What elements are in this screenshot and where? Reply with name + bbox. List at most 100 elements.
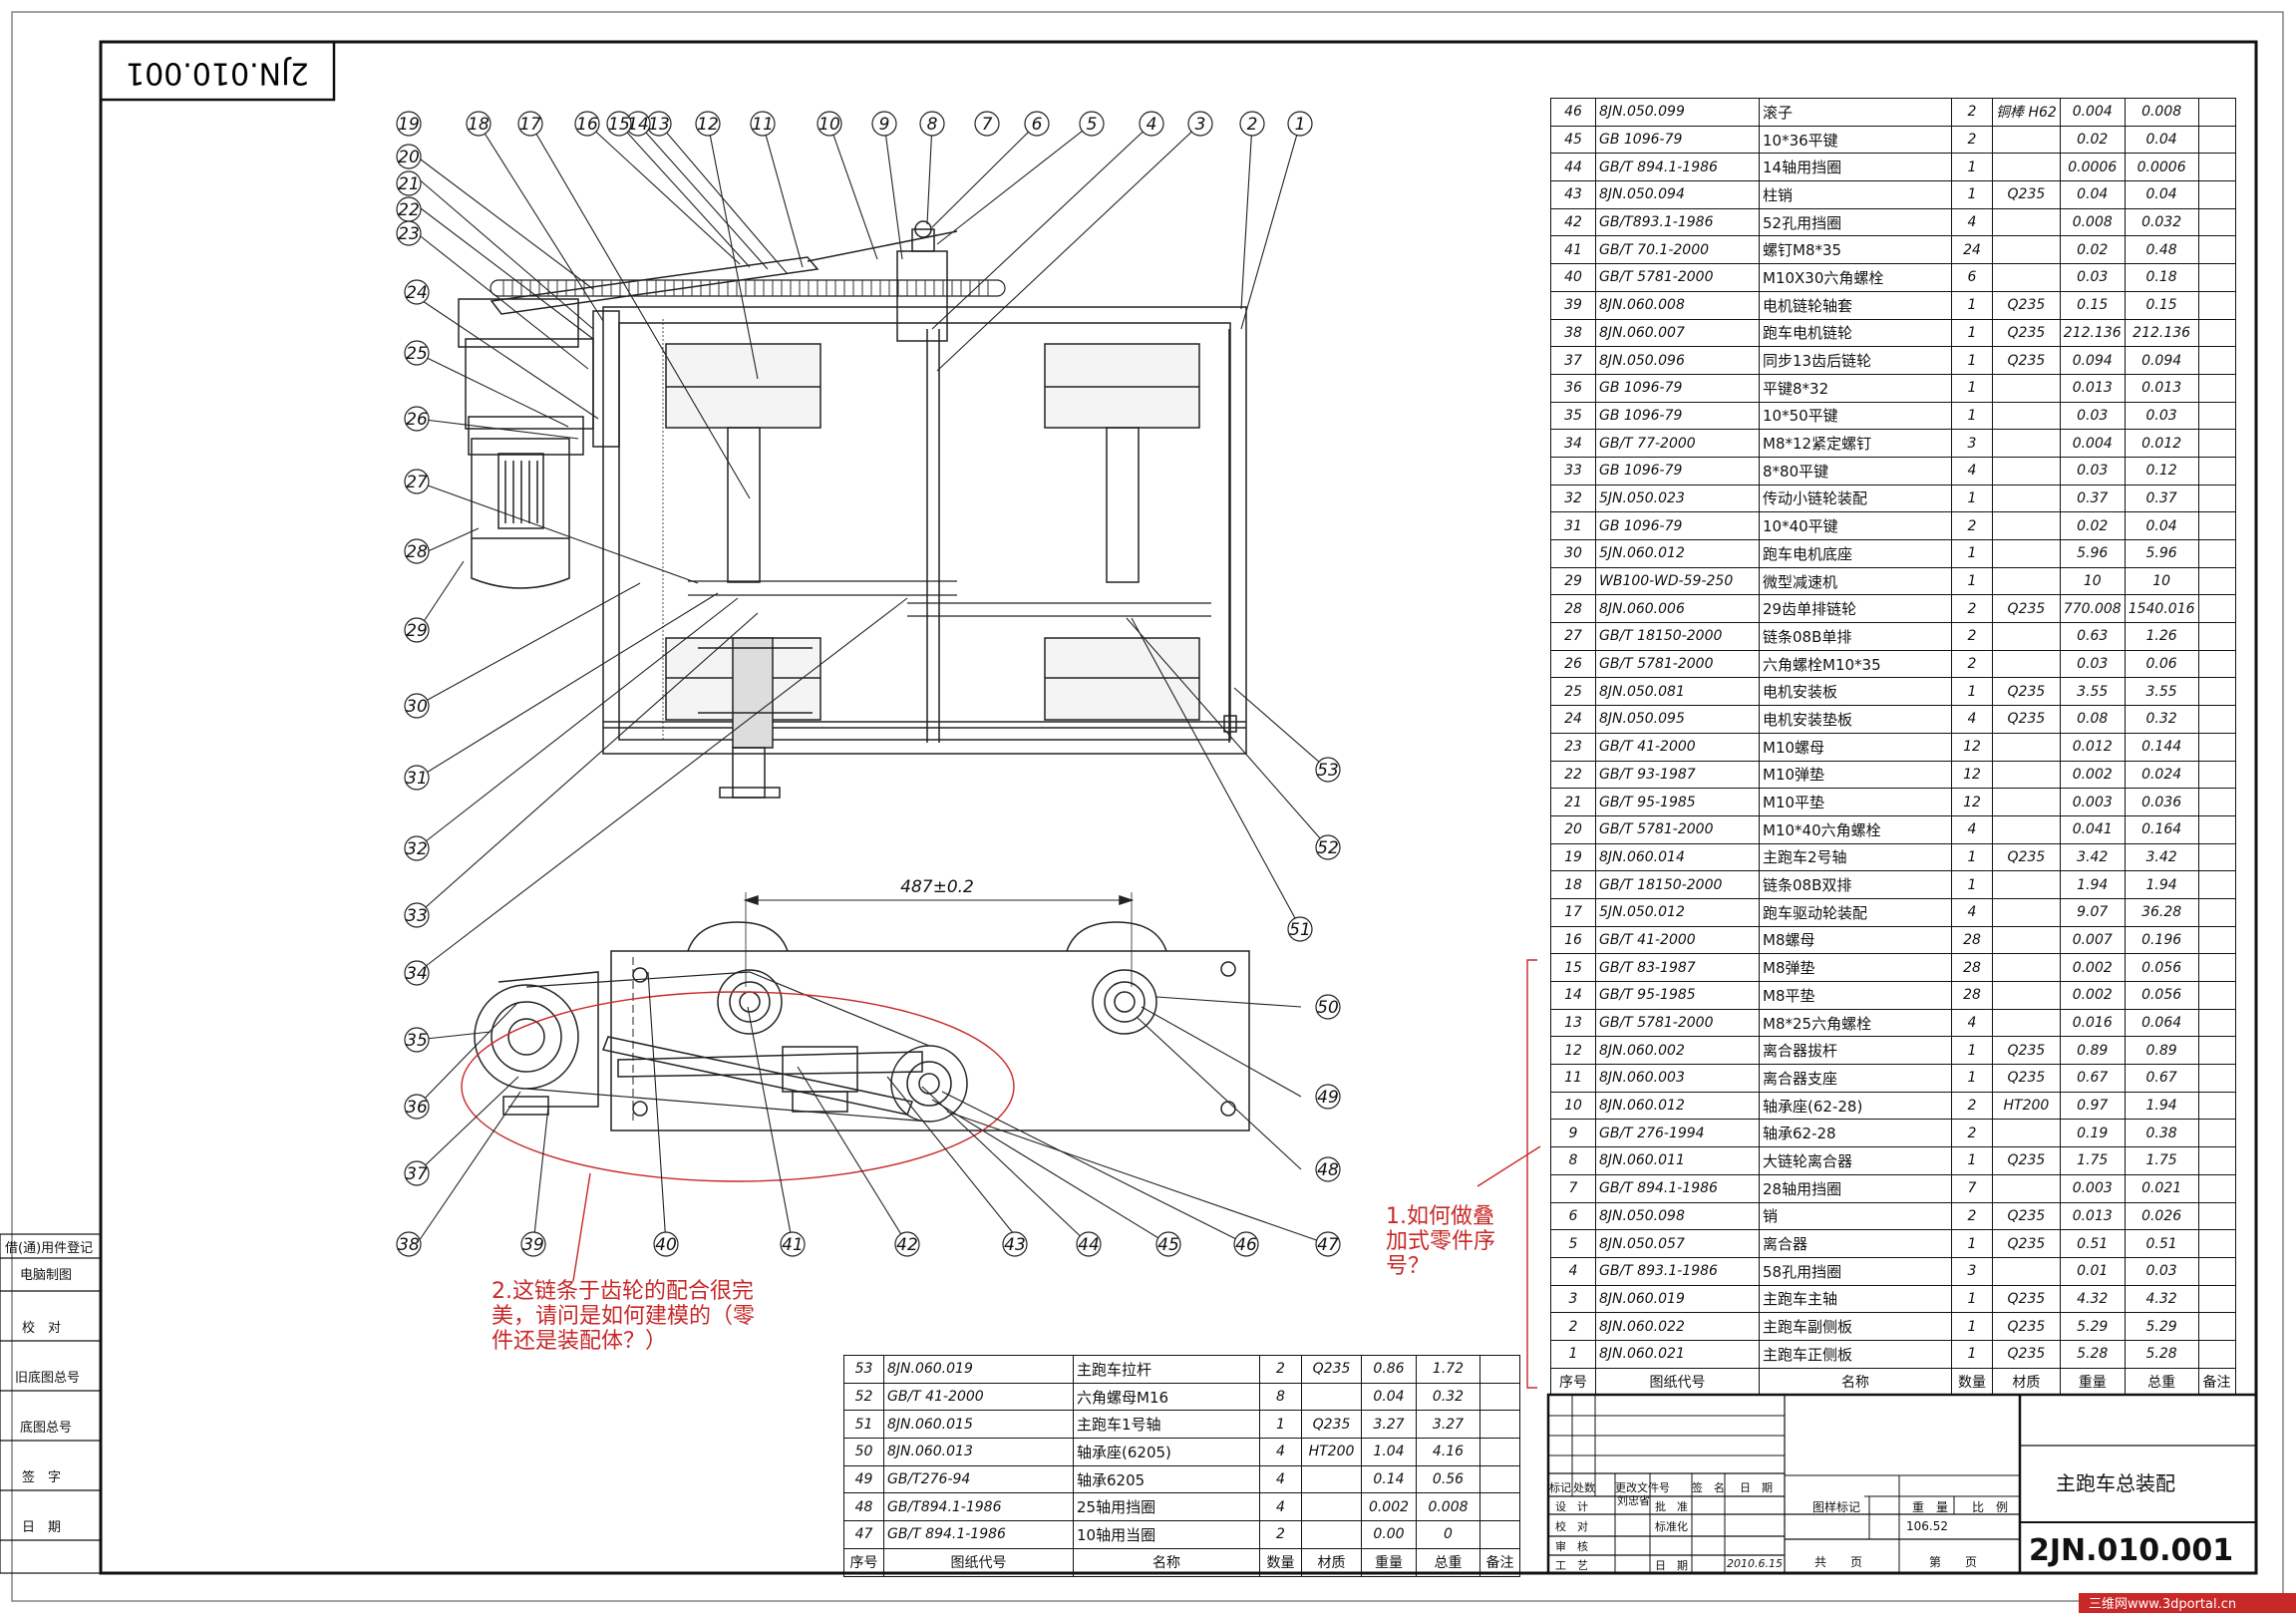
bom-cell: 0.86 <box>1361 1355 1417 1384</box>
bom-cell: 4 <box>1951 1008 1993 1038</box>
balloon-label: 50 <box>1317 998 1339 1018</box>
bom-cell: Q235 <box>1992 1312 2061 1341</box>
bom-cell <box>1479 1438 1520 1466</box>
bom-cell: 1 <box>1951 842 1993 872</box>
balloon-label: 14 <box>627 115 649 135</box>
bom-cell: 0.0006 <box>2124 153 2199 182</box>
bom-cell: 1 <box>1951 1036 1993 1066</box>
bom-cell: M8*25六角螺栓 <box>1759 1008 1952 1038</box>
bom-cell <box>1479 1355 1520 1384</box>
side-label: 借(通)用件登记 <box>5 1241 93 1256</box>
annotation-note-2: 2.这链条于齿轮的配合很完 美，请问是如何建模的（零 件还是装配体？） <box>492 1279 756 1354</box>
bom-cell: 0.02 <box>2059 235 2126 265</box>
bom-cell: 0.56 <box>1416 1464 1480 1494</box>
balloon-circle <box>653 1231 679 1257</box>
bom-cell: 35 <box>1550 401 1596 431</box>
balloon-label: 18 <box>468 115 490 135</box>
bom-cell: 42 <box>1550 207 1596 237</box>
bom-cell: 10 <box>2124 566 2199 596</box>
side-label: 底图总号 <box>20 1420 72 1436</box>
side-label: 校 对 <box>22 1320 61 1336</box>
bom-cell: 5.28 <box>2124 1339 2199 1369</box>
balloon-circle <box>1155 1231 1181 1257</box>
balloon-label: 4 <box>1147 115 1157 135</box>
balloon-label: 47 <box>1317 1235 1339 1255</box>
bom-header-cell: 总重 <box>2124 1367 2199 1397</box>
red-markups <box>461 959 1541 1389</box>
bom-cell <box>1301 1382 1362 1412</box>
bom-cell <box>1992 429 2061 458</box>
bom-cell: 1 <box>1259 1410 1302 1440</box>
bom-cell: GB/T276-94 <box>883 1464 1074 1494</box>
bom-cell: GB 1096-79 <box>1595 511 1760 540</box>
bom-cell: 0.002 <box>2059 953 2126 982</box>
balloon-circle <box>404 538 430 564</box>
bom-cell: 0.056 <box>2124 953 2199 982</box>
bom-cell: 0.38 <box>2124 1119 2199 1148</box>
balloon-circle <box>1315 1156 1341 1182</box>
bom-cell: 48 <box>843 1492 884 1522</box>
balloon-circle <box>1287 111 1313 137</box>
outer-frame <box>11 11 2284 1602</box>
bom-cell: 传动小链轮装配 <box>1759 484 1952 513</box>
label-weight: 重 量 <box>1912 1500 1949 1514</box>
bom-cell <box>2197 622 2236 651</box>
bom-header-cell: 重量 <box>1361 1547 1417 1577</box>
bom-cell: GB/T 5781-2000 <box>1595 649 1760 679</box>
bom-cell <box>1301 1464 1362 1494</box>
bom-cell: 0.002 <box>2059 760 2126 790</box>
bom-header-cell: 数量 <box>1951 1367 1993 1397</box>
bom-cell: 2 <box>1259 1355 1302 1384</box>
bom-cell: 0.32 <box>2124 705 2199 734</box>
watermark: 三维网www.3dportal.cn <box>2089 1597 2236 1612</box>
balloon-circle <box>1315 994 1341 1020</box>
bom-header-cell: 图纸代号 <box>883 1547 1074 1577</box>
bom-cell: 3.42 <box>2124 842 2199 872</box>
bom-header-cell: 序号 <box>1550 1367 1596 1397</box>
bom-cell: 2 <box>1951 622 1993 651</box>
bom-cell: 平键8*32 <box>1759 373 1952 403</box>
bom-cell: 0.00 <box>1361 1520 1417 1549</box>
bom-cell <box>2197 484 2236 513</box>
balloon-label: 38 <box>398 1235 420 1255</box>
bom-cell: 2 <box>1951 594 1993 624</box>
bom-cell: 5.28 <box>2059 1339 2126 1369</box>
balloon-circle <box>894 1231 920 1257</box>
bom-cell: 28 <box>1951 925 1993 955</box>
balloon-circle <box>466 111 492 137</box>
balloon-circle <box>574 111 600 137</box>
balloon-label: 24 <box>406 283 428 303</box>
balloon-label: 22 <box>398 200 420 220</box>
bom-cell <box>2197 732 2236 762</box>
bom-cell <box>1992 760 2061 790</box>
balloon-circle <box>817 111 842 137</box>
balloon-label: 53 <box>1317 761 1339 781</box>
bom-cell <box>2197 1173 2236 1203</box>
bom-cell: Q235 <box>1992 180 2061 209</box>
bom-cell: 8JN.050.096 <box>1595 346 1760 375</box>
bom-cell: 58孔用挡圈 <box>1759 1256 1952 1286</box>
balloon-circle <box>404 469 430 494</box>
bom-cell: 2 <box>1951 1091 1993 1121</box>
bom-cell: 8JN.060.006 <box>1595 594 1760 624</box>
balloon-label: 49 <box>1317 1088 1339 1108</box>
rev-header: 处数 <box>1573 1481 1595 1494</box>
bom-cell: 0 <box>1416 1520 1480 1549</box>
bom-cell: 1 <box>1951 1339 1993 1369</box>
balloon-circle <box>1024 111 1050 137</box>
balloon-label: 15 <box>608 115 630 135</box>
bom-cell: 1.72 <box>1416 1355 1480 1384</box>
bom-cell <box>1479 1520 1520 1549</box>
bom-cell: 0.064 <box>2124 1008 2199 1038</box>
balloon-label: 1 <box>1295 115 1306 135</box>
bom-cell <box>1992 1173 2061 1203</box>
